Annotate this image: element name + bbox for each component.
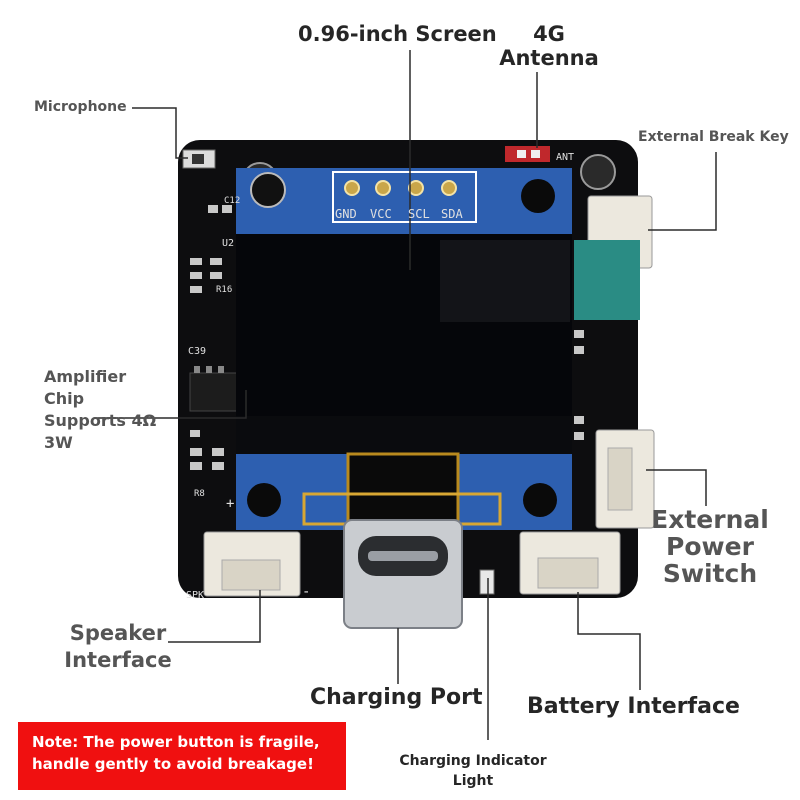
amplifier-label-line3: Supports 4Ω: [44, 411, 157, 430]
amplifier-label: Amplifier Chip Supports 4Ω 3W: [44, 366, 156, 454]
speaker-label: Speaker Interface: [58, 620, 178, 674]
power-switch-label: External Power Switch: [645, 506, 775, 587]
charging-indicator-label: Charging Indicator Light: [398, 751, 548, 791]
antenna-label-line1: 4G: [533, 22, 565, 46]
mount-hole: [580, 154, 616, 190]
note-line2: handle gently to avoid breakage!: [32, 755, 314, 773]
break-key-label: External Break Key: [638, 129, 789, 145]
fragile-warning-note: Note: The power button is fragile, handl…: [18, 722, 346, 790]
module-hole: [523, 483, 557, 517]
silk-plus: +: [226, 496, 234, 512]
battery-label: Battery Interface: [527, 694, 740, 719]
amplifier-label-line2: Chip: [44, 389, 85, 408]
module-hole: [521, 179, 555, 213]
charging-indicator-label-line1: Charging Indicator: [399, 753, 547, 769]
screen-label: 0.96-inch Screen: [298, 22, 497, 46]
antenna-connector: [505, 146, 550, 162]
silk-r8: R8: [194, 489, 205, 499]
silk-minus: -: [302, 584, 310, 600]
smd-components-right: [574, 330, 584, 440]
flex-cable: [346, 452, 460, 528]
oled-pin-header: [332, 171, 477, 223]
oled-pin-label-vcc: VCC: [370, 207, 392, 221]
oled-pin-label-gnd: GND: [335, 207, 357, 221]
speaker-label-line1: Speaker: [69, 621, 167, 645]
break-key-button: [574, 240, 640, 320]
power-switch-label-line2: Power: [666, 532, 754, 561]
charging-indicator-label-line2: Light: [452, 773, 494, 789]
antenna-label: 4G Antenna: [498, 22, 600, 70]
silk-c12: C12: [224, 196, 240, 206]
antenna-label-line2: Antenna: [499, 46, 599, 71]
amplifier-label-line1: Amplifier: [44, 367, 127, 386]
note-line1: Note: The power button is fragile,: [32, 733, 320, 751]
oled-pins: [344, 180, 457, 196]
oled-pin-label-scl: SCL: [408, 207, 430, 221]
amplifier-label-line4: 3W: [44, 433, 73, 452]
oled-pin-label-sda: SDA: [441, 207, 463, 221]
charging-indicator-led: [479, 569, 495, 595]
silk-ant: ANT: [556, 152, 574, 163]
silk-u2: U2: [222, 238, 234, 249]
leader-lines: [94, 50, 717, 740]
charging-port-label: Charging Port: [310, 685, 483, 710]
speaker-label-line2: Interface: [64, 648, 172, 672]
power-switch-label-line3: Switch: [662, 559, 758, 588]
silkscreen-text: GND VCC SCL SDA ANT SPK U2 C39 R16 C12 R…: [186, 152, 574, 601]
module-hole: [247, 483, 281, 517]
silk-r16: R16: [216, 285, 232, 295]
smd-components-left: [190, 205, 232, 470]
amplifier-chip: [189, 372, 241, 412]
silk-spk: SPK: [186, 590, 204, 601]
silk-c39: C39: [188, 346, 206, 357]
microphone-label: Microphone: [34, 99, 127, 115]
power-switch-label-line1: External: [651, 505, 769, 534]
